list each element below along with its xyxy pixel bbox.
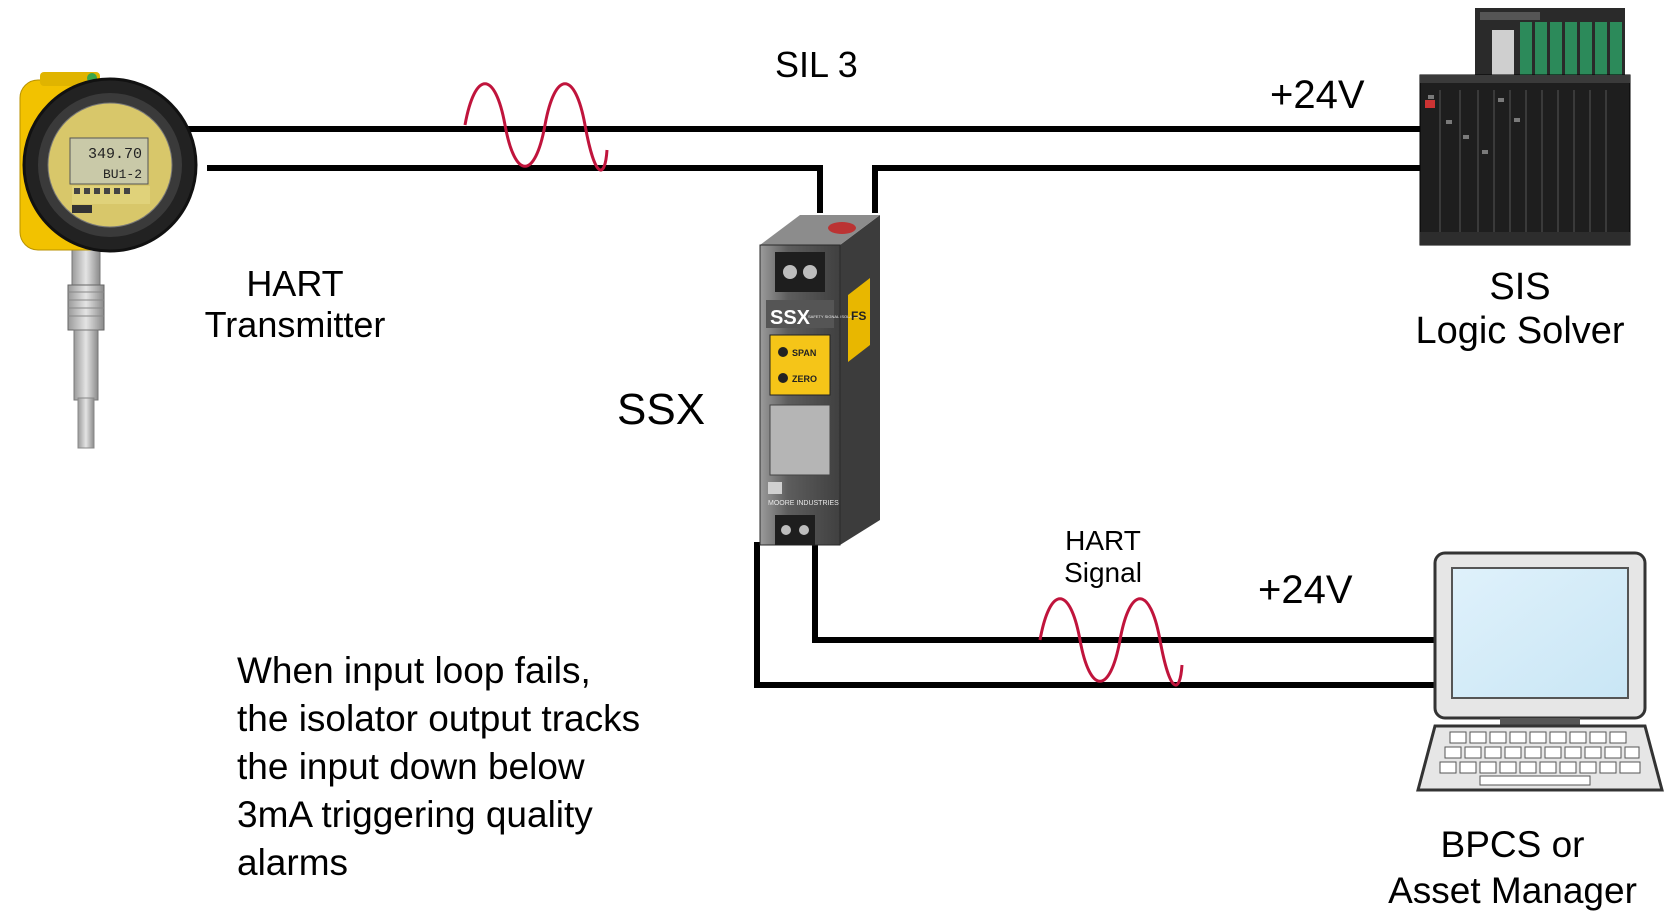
sis-label-line1: SIS — [1489, 266, 1551, 308]
supply-voltage-top-label: +24V — [1270, 73, 1365, 117]
ssx-zero-label: ZERO — [792, 374, 817, 384]
hart-signal-label-line2: Signal — [1064, 557, 1142, 589]
sis-logic-solver-rack — [1419, 8, 1631, 246]
bpcs-label-line1: BPCS or — [1440, 824, 1585, 865]
ssx-to-sis-wire — [872, 165, 1423, 213]
bpcs-label: BPCS or Asset Manager — [1360, 822, 1665, 914]
failure-note: When input loop fails, the isolator outp… — [237, 647, 640, 887]
sil-rating-label: SIL 3 — [775, 44, 858, 85]
hart-wave-top — [463, 82, 609, 172]
ssx-output-wire-upper — [812, 542, 1443, 643]
ssx-maker-label: MOORE INDUSTRIES — [768, 500, 839, 507]
supply-voltage-bottom-label: +24V — [1258, 568, 1353, 612]
bpcs-label-line2: Asset Manager — [1388, 870, 1637, 911]
failure-note-line4: 3mA triggering quality — [237, 794, 593, 835]
sis-label-line2: Logic Solver — [1415, 309, 1625, 352]
ssx-span-label: SPAN — [792, 348, 816, 358]
failure-note-line2: the isolator output tracks — [237, 698, 641, 739]
transmitter-display-unit: BU1-2 — [103, 167, 142, 182]
transmitter-label: HART Transmitter — [185, 263, 405, 346]
hart-signal-label: HART Signal — [1048, 525, 1158, 589]
ssx-output-wire-lower — [754, 542, 1443, 688]
transmitter-label-line1: HART — [246, 263, 344, 304]
bpcs-laptop — [1416, 551, 1664, 792]
hart-signal-label-line1: HART — [1065, 525, 1141, 556]
ssx-isolator — [759, 215, 880, 546]
failure-note-line3: the input down below — [237, 746, 585, 787]
sis-label: SIS Logic Solver — [1395, 266, 1645, 353]
ssx-label: SSX — [617, 385, 706, 434]
failure-note-line1: When input loop fails, — [237, 650, 591, 691]
transmitter-label-line2: Transmitter — [204, 304, 386, 346]
ssx-brand-sub: SAFETY SIGNAL ISOLATOR — [808, 314, 860, 319]
failure-note-line5: alarms — [237, 842, 349, 883]
ssx-fs-mark: FS — [851, 309, 866, 323]
ssx-brand-label: SSX — [770, 307, 811, 329]
wiring — [181, 126, 1443, 688]
transmitter-to-ssx-wire — [207, 165, 823, 213]
hart-wave-bottom — [1038, 597, 1184, 687]
transmitter-display-value: 349.70 — [88, 146, 142, 163]
hart-transmitter — [19, 72, 198, 449]
